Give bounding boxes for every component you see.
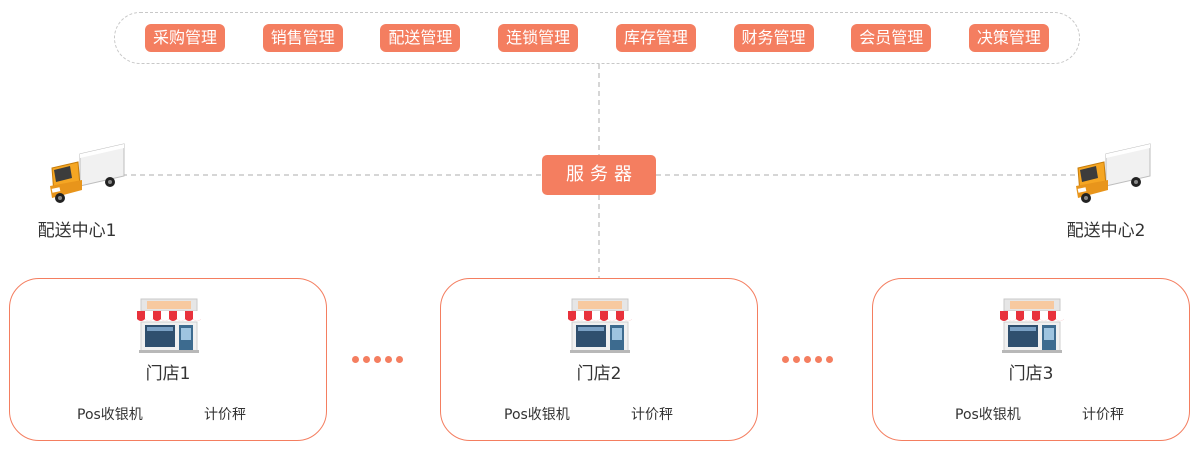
store-card-1[interactable]: 门店1 Pos收银机 计价秤 <box>9 278 327 441</box>
dot <box>352 356 359 363</box>
shop-icon <box>1000 298 1064 353</box>
dot <box>396 356 403 363</box>
store-1-pos-terminal: Pos收银机 <box>77 407 143 423</box>
truck-icon <box>50 143 125 203</box>
module-member[interactable]: 会员管理 <box>851 24 932 52</box>
dot <box>363 356 370 363</box>
dot <box>826 356 833 363</box>
ellipsis-dots-left <box>352 356 403 363</box>
dot <box>815 356 822 363</box>
store-2-pos-terminal: Pos收银机 <box>504 407 570 423</box>
dot <box>374 356 381 363</box>
shop-icon <box>137 298 201 353</box>
dot <box>782 356 789 363</box>
dot <box>793 356 800 363</box>
management-modules-bar: 采购管理 销售管理 配送管理 连锁管理 库存管理 财务管理 会员管理 决策管理 <box>114 12 1080 64</box>
store-3-pos-terminal: Pos收银机 <box>955 407 1021 423</box>
module-inventory[interactable]: 库存管理 <box>615 24 696 52</box>
module-chain[interactable]: 连锁管理 <box>498 24 579 52</box>
module-procurement[interactable]: 采购管理 <box>145 24 226 52</box>
module-finance[interactable]: 财务管理 <box>733 24 814 52</box>
store-3-name: 门店3 <box>1008 364 1054 384</box>
distribution-center-1-label: 配送中心1 <box>37 221 117 241</box>
store-1-scale: 计价秤 <box>204 407 246 423</box>
module-decision[interactable]: 决策管理 <box>968 24 1049 52</box>
store-2-scale: 计价秤 <box>631 407 673 423</box>
truck-icon <box>1076 143 1151 203</box>
dot <box>385 356 392 363</box>
store-1-name: 门店1 <box>145 364 191 384</box>
module-sales[interactable]: 销售管理 <box>262 24 343 52</box>
server-node[interactable]: 服务器 <box>542 155 656 195</box>
store-card-3[interactable]: 门店3 Pos收银机 计价秤 <box>872 278 1190 441</box>
module-distribution[interactable]: 配送管理 <box>380 24 461 52</box>
store-2-name: 门店2 <box>576 364 622 384</box>
dot <box>804 356 811 363</box>
store-card-2[interactable]: 门店2 Pos收银机 计价秤 <box>440 278 758 441</box>
distribution-center-2-label: 配送中心2 <box>1066 221 1146 241</box>
shop-icon <box>568 298 632 353</box>
ellipsis-dots-right <box>782 356 833 363</box>
store-3-scale: 计价秤 <box>1082 407 1124 423</box>
